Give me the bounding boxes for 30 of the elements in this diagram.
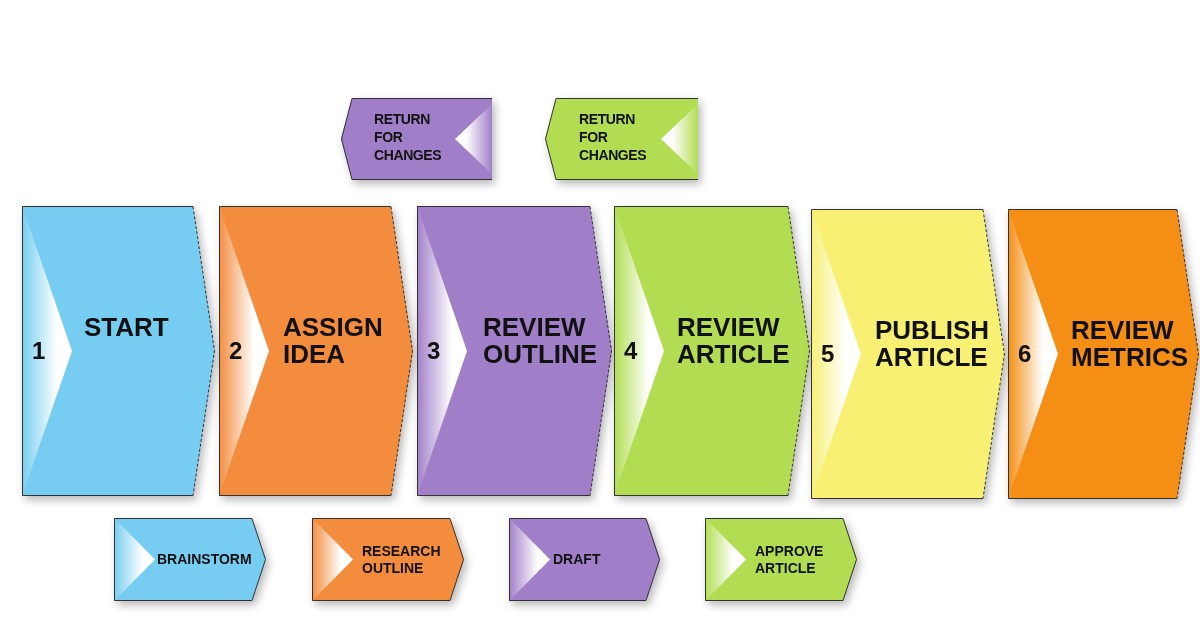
chevron-step: [614, 206, 810, 496]
right-pointing-tag: [509, 518, 660, 601]
chevron-step: [1008, 209, 1199, 499]
tag-label: DRAFT: [553, 551, 602, 568]
step-title: PUBLISH ARTICLE: [875, 317, 991, 371]
step-title: START: [84, 314, 170, 341]
step-title: ASSIGN IDEA: [283, 314, 384, 368]
step-number: 6: [1018, 341, 1032, 367]
right-pointing-tag: [705, 518, 857, 601]
left-pointing-tag: [341, 98, 492, 180]
step-title: REVIEW METRICS: [1071, 317, 1189, 371]
step-number: 1: [32, 338, 46, 364]
step-number: 2: [229, 338, 243, 364]
tag-label: RETURN FOR CHANGES: [579, 110, 648, 164]
step-number: 3: [427, 338, 441, 364]
tag-label: BRAINSTORM: [157, 551, 253, 568]
left-pointing-tag: [545, 98, 698, 180]
tag-label: RESEARCH OUTLINE: [362, 542, 442, 577]
right-pointing-tag: [114, 518, 266, 601]
chevron-step: [417, 206, 612, 496]
step-number: 4: [624, 338, 638, 364]
chevron-step: [22, 206, 215, 496]
step-title: REVIEW ARTICLE: [677, 314, 791, 368]
right-pointing-tag: [312, 518, 464, 601]
step-number: 5: [821, 341, 835, 367]
step-title: REVIEW OUTLINE: [483, 314, 599, 368]
tag-label: RETURN FOR CHANGES: [374, 110, 443, 164]
chevron-step: [811, 209, 1005, 499]
tag-label: APPROVE ARTICLE: [755, 542, 825, 577]
chevron-step: [219, 206, 413, 496]
